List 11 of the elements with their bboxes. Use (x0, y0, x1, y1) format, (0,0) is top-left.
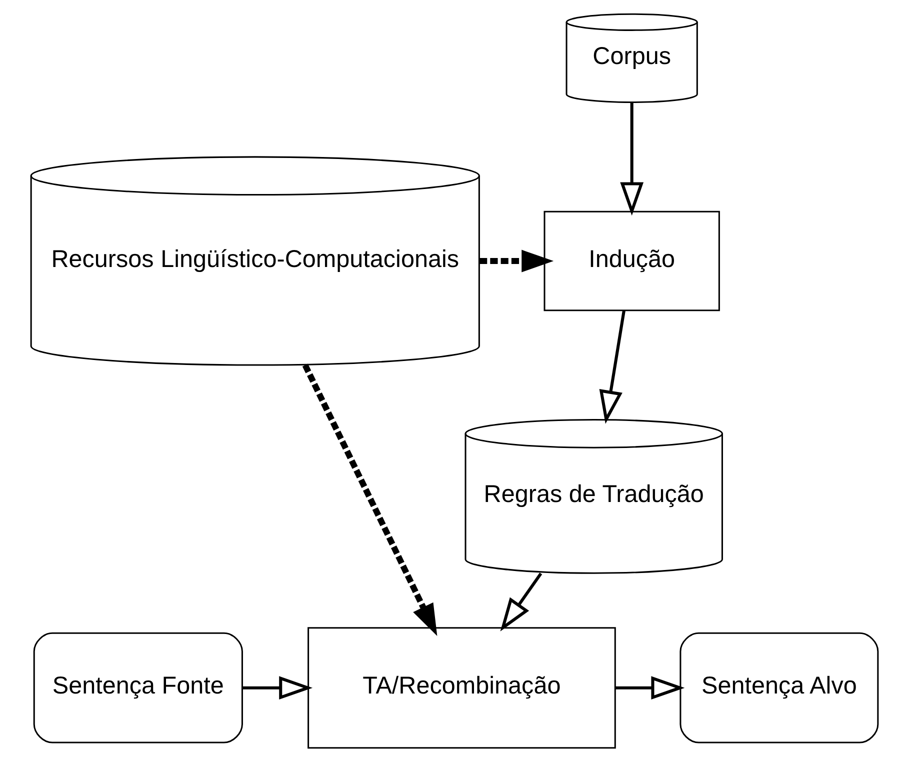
arrow (620, 102, 644, 216)
node-box: Indução (543, 210, 720, 312)
arrow (479, 250, 554, 272)
node-box: Sentença Fonte (32, 632, 242, 744)
arrow (614, 676, 684, 700)
arrow (598, 310, 625, 424)
arrow (242, 676, 312, 700)
node-box: TA/Recombinação (307, 627, 616, 749)
node-box: Sentença Alvo (679, 632, 878, 744)
arrow (500, 572, 542, 632)
arrow (302, 364, 437, 636)
